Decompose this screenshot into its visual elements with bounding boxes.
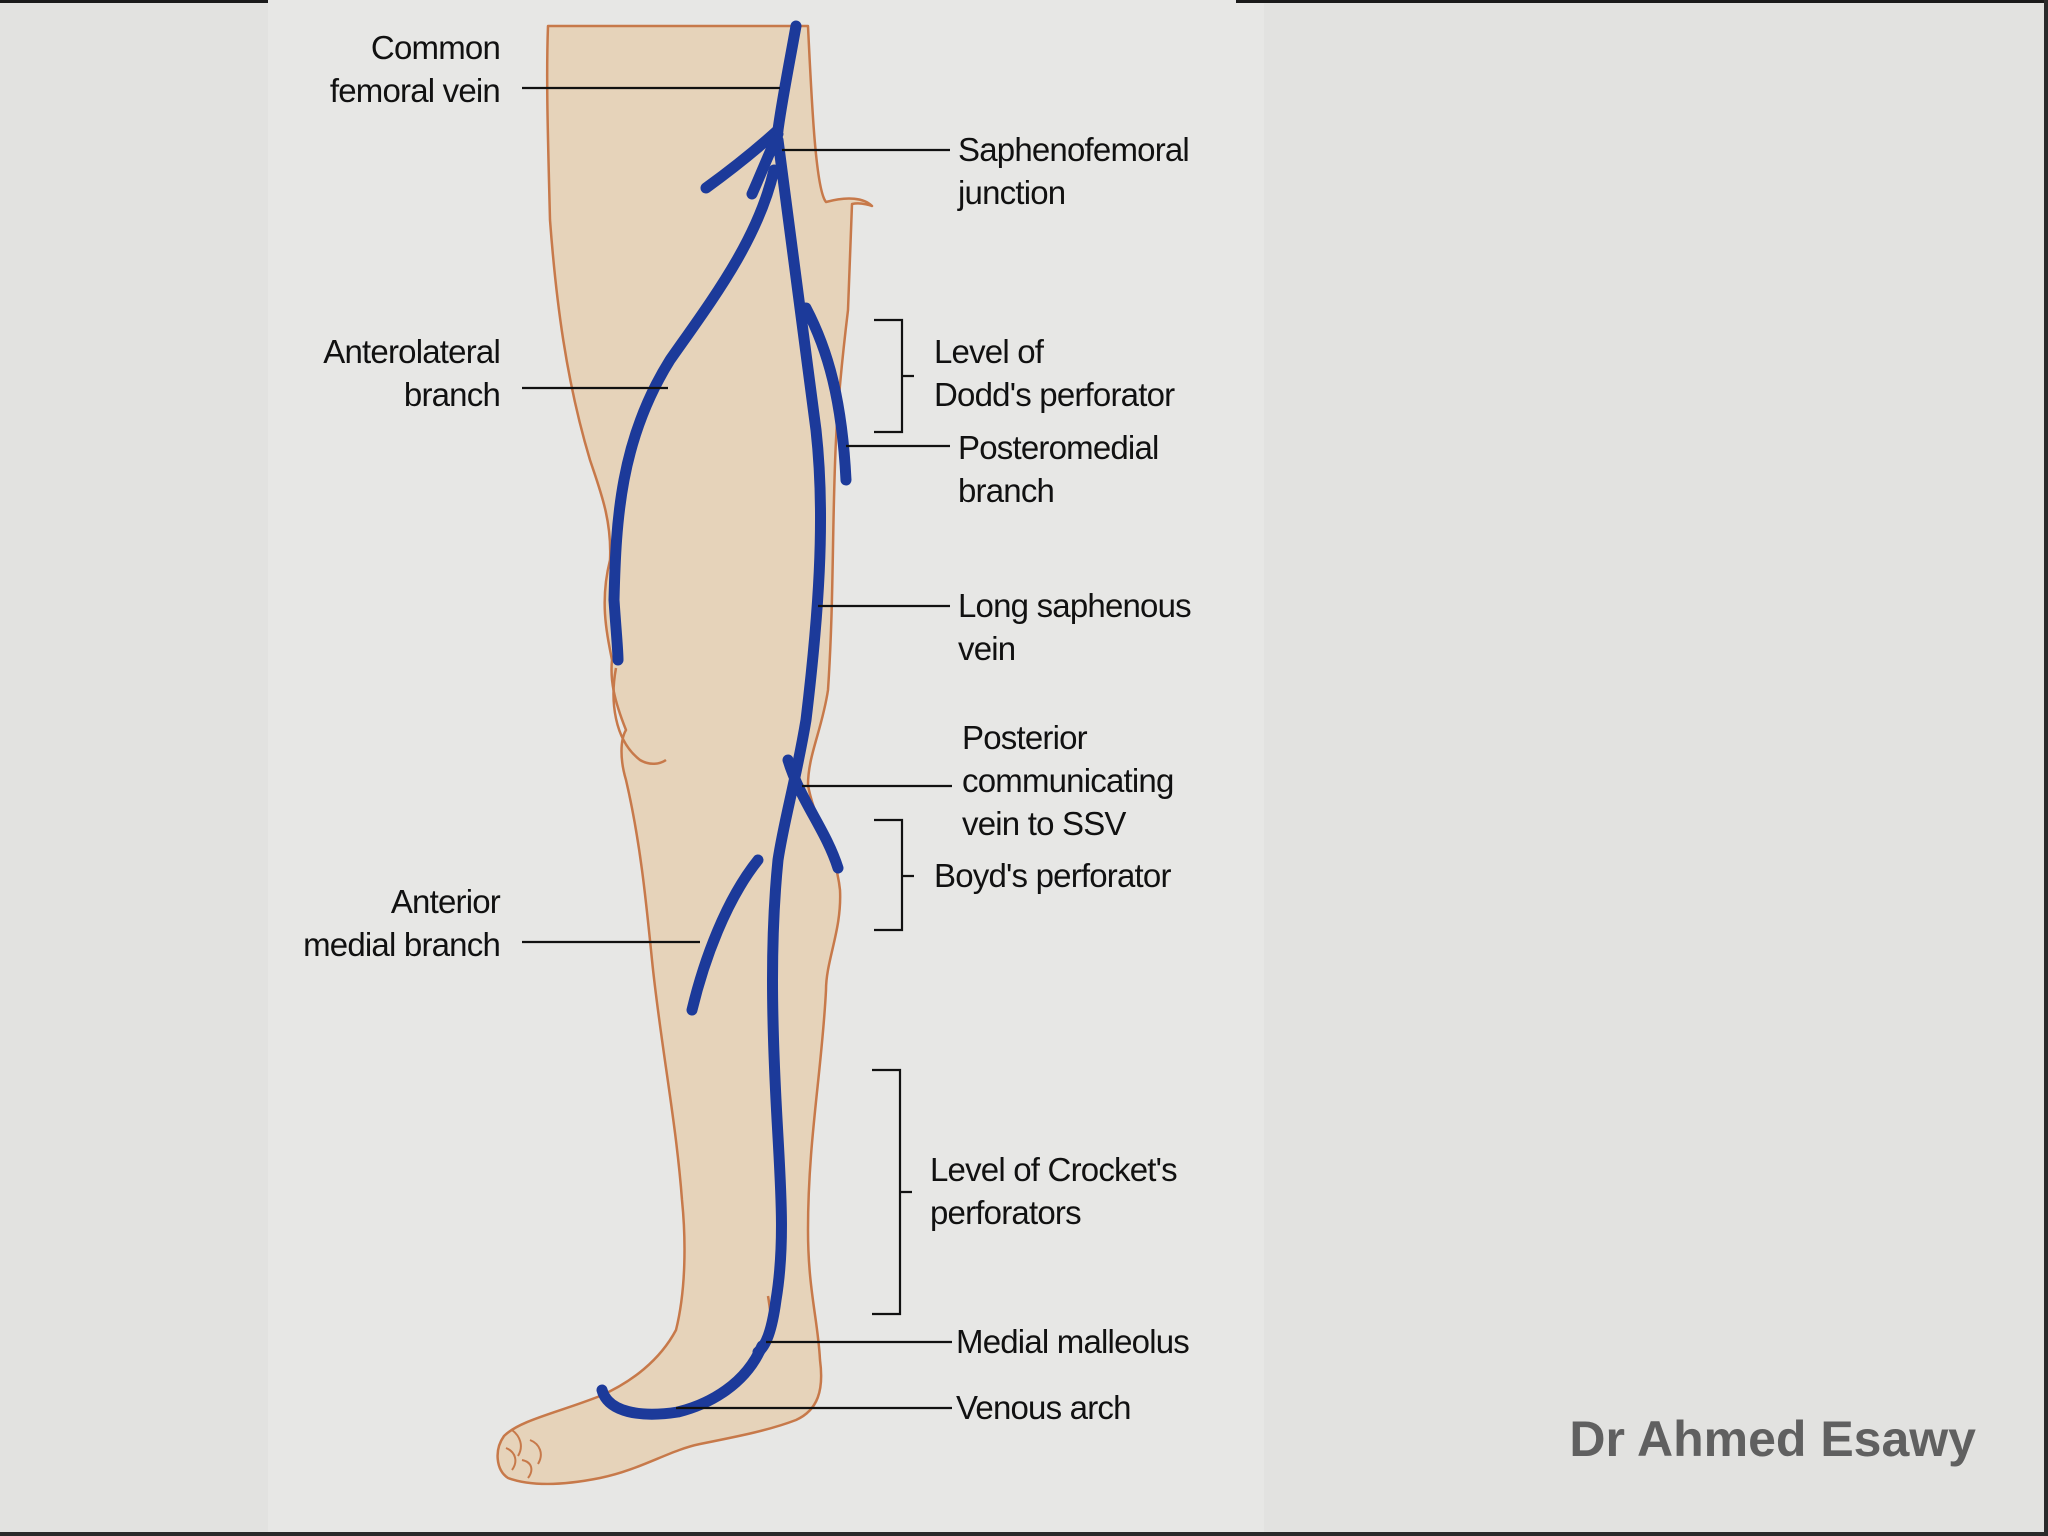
label-saphenofemoral-junction: Saphenofemoral junction [958, 128, 1190, 214]
label-line: Saphenofemoral [958, 131, 1190, 168]
top-edge-left [0, 0, 268, 3]
label-anterolateral-branch: Anterolateral branch [323, 330, 501, 416]
bracket-boyd [874, 818, 914, 932]
toe-lines [505, 1429, 542, 1479]
label-line: Level of Crocket's [930, 1151, 1178, 1188]
posteromedial-branch-path [800, 302, 852, 486]
label-dodds-perforator: Level of Dodd's perforator [934, 330, 1175, 416]
anterior-medial-branch-path [686, 854, 764, 1016]
label-medial-malleolus: Medial malleolus [956, 1320, 1190, 1363]
label-line: Venous arch [956, 1389, 1131, 1426]
label-line: branch [958, 472, 1055, 509]
bottom-edge [0, 1532, 2048, 1536]
label-crockets-perforators: Level of Crocket's perforators [930, 1148, 1178, 1234]
label-line: Common [370, 29, 501, 66]
label-boyds-perforator: Boyd's perforator [934, 854, 1171, 897]
label-line: vein [958, 630, 1016, 667]
leader-lines [522, 86, 952, 1410]
top-edge-right [1236, 0, 2048, 3]
common-femoral-vein [772, 20, 802, 136]
label-line: perforators [930, 1194, 1082, 1231]
label-line: Anterior [390, 883, 501, 920]
bracket-dodd [874, 318, 914, 434]
label-line: Anterolateral [323, 333, 501, 370]
label-line: junction [958, 174, 1066, 211]
label-line: Posterior [962, 719, 1088, 756]
anterolateral-branch-path [608, 164, 780, 666]
label-posteromedial-branch: Posteromedial branch [958, 426, 1159, 512]
label-anterior-medial-branch: Anterior medial branch [303, 880, 501, 966]
label-line: Long saphenous [958, 587, 1192, 624]
label-line: Boyd's perforator [934, 857, 1171, 894]
label-posterior-communicating-vein: Posterior communicating vein to SSV [962, 716, 1174, 845]
label-line: medial branch [303, 926, 501, 963]
bracket-crocket [872, 1068, 912, 1316]
right-edge [2044, 0, 2048, 1536]
label-long-saphenous-vein: Long saphenous vein [958, 584, 1192, 670]
label-line: Dodd's perforator [934, 376, 1175, 413]
label-venous-arch: Venous arch [956, 1386, 1131, 1429]
venous-arch-path [596, 1340, 768, 1420]
author-watermark: Dr Ahmed Esawy [1569, 1411, 1976, 1467]
knee-contour [612, 667, 667, 765]
label-line: vein to SSV [962, 805, 1126, 842]
label-line: branch [403, 376, 501, 413]
leg-silhouette [496, 24, 874, 1486]
label-line: femoral vein [329, 72, 501, 109]
veins [596, 20, 852, 1420]
label-line: Level of [934, 333, 1044, 370]
label-line: Posteromedial [958, 429, 1159, 466]
long-saphenous-vein-path [752, 134, 827, 1358]
posterior-communicating-path [782, 754, 844, 874]
label-line: Medial malleolus [956, 1323, 1190, 1360]
label-line: communicating [962, 762, 1174, 799]
label-common-femoral-vein: Common femoral vein [329, 26, 501, 112]
